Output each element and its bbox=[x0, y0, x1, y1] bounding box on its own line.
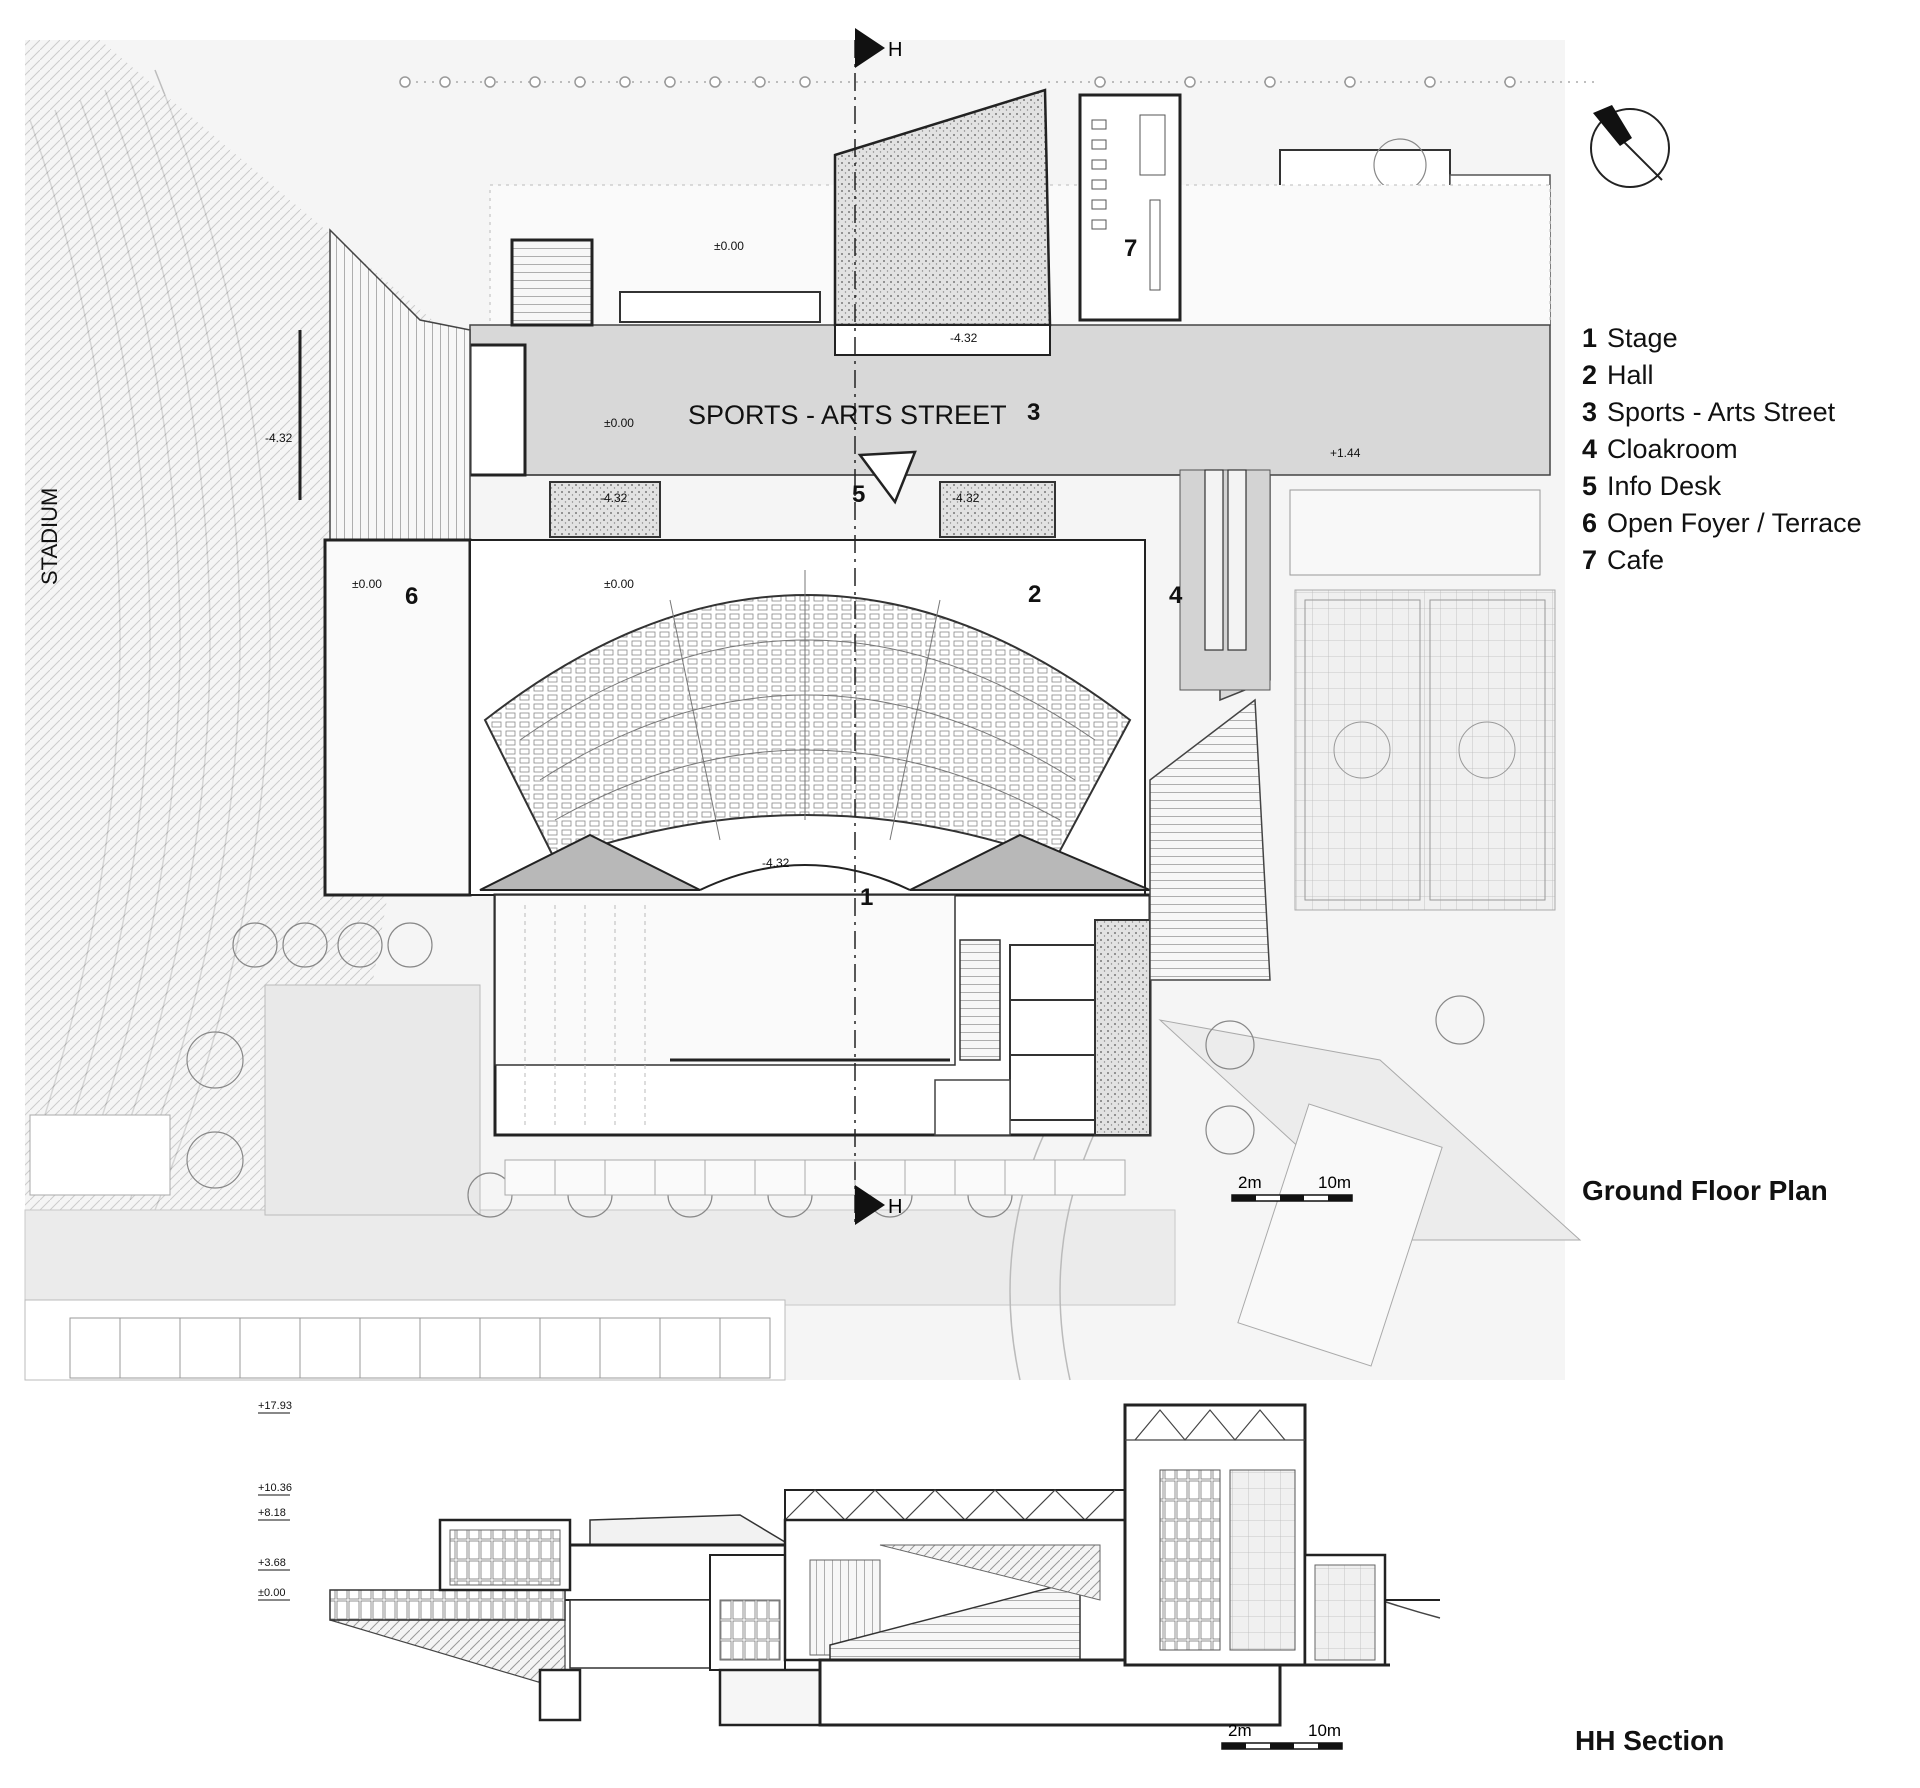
legend-item-foyer: 6 Open Foyer / Terrace bbox=[1582, 505, 1862, 542]
level-street: ±0.00 bbox=[604, 416, 634, 430]
cloakroom-racks bbox=[1204, 469, 1247, 651]
plan-labels: SPORTS - ARTS STREET STADIUM 1 2 3 4 5 6… bbox=[37, 235, 1361, 911]
legend-item-street: 3 Sports - Arts Street bbox=[1582, 394, 1862, 431]
section-marker-north-icon bbox=[855, 28, 885, 68]
room-number-7: 7 bbox=[1124, 235, 1137, 262]
hh-section bbox=[329, 1403, 1441, 1727]
level-cafe-pit: -4.32 bbox=[950, 331, 978, 345]
section-elevations: +17.93 +10.36 +8.18 +3.68 ±0.00 bbox=[258, 1400, 292, 1601]
level-stadium-steps: -4.32 bbox=[265, 431, 293, 445]
level-plaza: ±0.00 bbox=[714, 239, 744, 253]
north-arrow-icon bbox=[1590, 105, 1670, 188]
legend-item-cloakroom: 4 Cloakroom bbox=[1582, 431, 1862, 468]
legend-label: Open Foyer / Terrace bbox=[1607, 508, 1862, 538]
legend-num: 2 bbox=[1582, 360, 1598, 390]
parking-lot bbox=[264, 984, 481, 1216]
west-wing bbox=[479, 833, 701, 891]
legend-num: 5 bbox=[1582, 471, 1598, 501]
legend-label: Stage bbox=[1607, 323, 1678, 353]
level-planter-b: -4.32 bbox=[952, 491, 980, 505]
street-label: SPORTS - ARTS STREET bbox=[688, 400, 1007, 430]
level-planter-a: -4.32 bbox=[600, 491, 628, 505]
section-marker-north: H bbox=[888, 39, 902, 61]
stadium-label: STADIUM bbox=[37, 488, 62, 585]
auditorium-seating bbox=[483, 594, 1132, 862]
elevation-10-36: +10.36 bbox=[258, 1482, 292, 1494]
legend-item-info-desk: 5 Info Desk bbox=[1582, 468, 1862, 505]
elevation-3-68: +3.68 bbox=[258, 1557, 286, 1569]
southeast-stairs bbox=[1149, 698, 1271, 981]
east-wing bbox=[909, 833, 1151, 891]
level-east-street: +1.44 bbox=[1330, 446, 1361, 460]
green-wall bbox=[1094, 919, 1151, 1136]
section-cafe-pit bbox=[718, 1668, 822, 1727]
legend-item-cafe: 7 Cafe bbox=[1582, 542, 1862, 579]
plan-scale-bar: 2m 10m bbox=[1231, 1173, 1353, 1202]
elevation-8-18: +8.18 bbox=[258, 1507, 286, 1519]
legend-num: 3 bbox=[1582, 397, 1598, 427]
plan-scale-small: 2m bbox=[1238, 1173, 1262, 1192]
cafe bbox=[1078, 93, 1182, 322]
ground-floor-plan: H H bbox=[298, 28, 1551, 1225]
room-number-4: 4 bbox=[1169, 582, 1183, 609]
room-number-1: 1 bbox=[860, 884, 873, 911]
section-hall-roof bbox=[784, 1489, 1126, 1521]
plan-scale-large: 10m bbox=[1318, 1173, 1351, 1192]
legend-label: Info Desk bbox=[1607, 471, 1722, 501]
section-marker-south-icon bbox=[855, 1185, 885, 1225]
south-building-cells bbox=[69, 1317, 771, 1379]
legend-label: Sports - Arts Street bbox=[1607, 397, 1836, 427]
room-number-3: 3 bbox=[1027, 399, 1040, 426]
elevation-17-93: +17.93 bbox=[258, 1400, 292, 1412]
section-canopy bbox=[589, 1514, 793, 1546]
planter-west bbox=[549, 481, 661, 538]
legend-num: 4 bbox=[1582, 434, 1598, 464]
legend-num: 1 bbox=[1582, 323, 1598, 353]
room-legend: 1 Stage 2 Hall 3 Sports - Arts Street 4 Cloa… bbox=[1582, 320, 1862, 579]
elevation-0-00: ±0.00 bbox=[258, 1587, 285, 1599]
plan-title: Ground Floor Plan bbox=[1582, 1175, 1828, 1206]
dressing-rooms bbox=[1009, 944, 1096, 1121]
boundary-bollards bbox=[399, 76, 1516, 88]
legend-item-stage: 1 Stage bbox=[1582, 320, 1862, 357]
stage-apron bbox=[699, 864, 911, 891]
legend-num: 6 bbox=[1582, 508, 1598, 538]
south-road bbox=[24, 1209, 1176, 1306]
info-desk bbox=[857, 450, 917, 505]
room-number-5: 5 bbox=[852, 481, 865, 508]
level-hall: ±0.00 bbox=[604, 577, 634, 591]
level-stage-pit: -4.32 bbox=[762, 856, 790, 870]
legend-label: Cloakroom bbox=[1607, 434, 1738, 464]
legend-label: Hall bbox=[1607, 360, 1654, 390]
section-scale-large: 10m bbox=[1308, 1721, 1341, 1740]
open-foyer-terrace bbox=[323, 538, 472, 897]
section-embankment bbox=[329, 1619, 566, 1691]
stadium-stairs bbox=[329, 228, 471, 541]
section-marker-south: H bbox=[888, 1196, 902, 1218]
legend-num: 7 bbox=[1582, 545, 1598, 575]
section-scale-small: 2m bbox=[1228, 1721, 1252, 1740]
room-number-2: 2 bbox=[1028, 581, 1041, 608]
level-foyer: ±0.00 bbox=[352, 577, 382, 591]
north-stair-core bbox=[510, 238, 594, 327]
sports-courts bbox=[1294, 589, 1556, 911]
room-number-6: 6 bbox=[405, 583, 418, 610]
section-title: HH Section bbox=[1575, 1725, 1725, 1756]
legend-label: Cafe bbox=[1607, 545, 1665, 575]
section-scale-bar: 2m 10m bbox=[1221, 1721, 1343, 1750]
stage-tower bbox=[494, 894, 956, 1066]
legend-item-hall: 2 Hall bbox=[1582, 357, 1862, 394]
planter-east bbox=[939, 481, 1056, 538]
south-canopy-bays bbox=[504, 1159, 1126, 1196]
